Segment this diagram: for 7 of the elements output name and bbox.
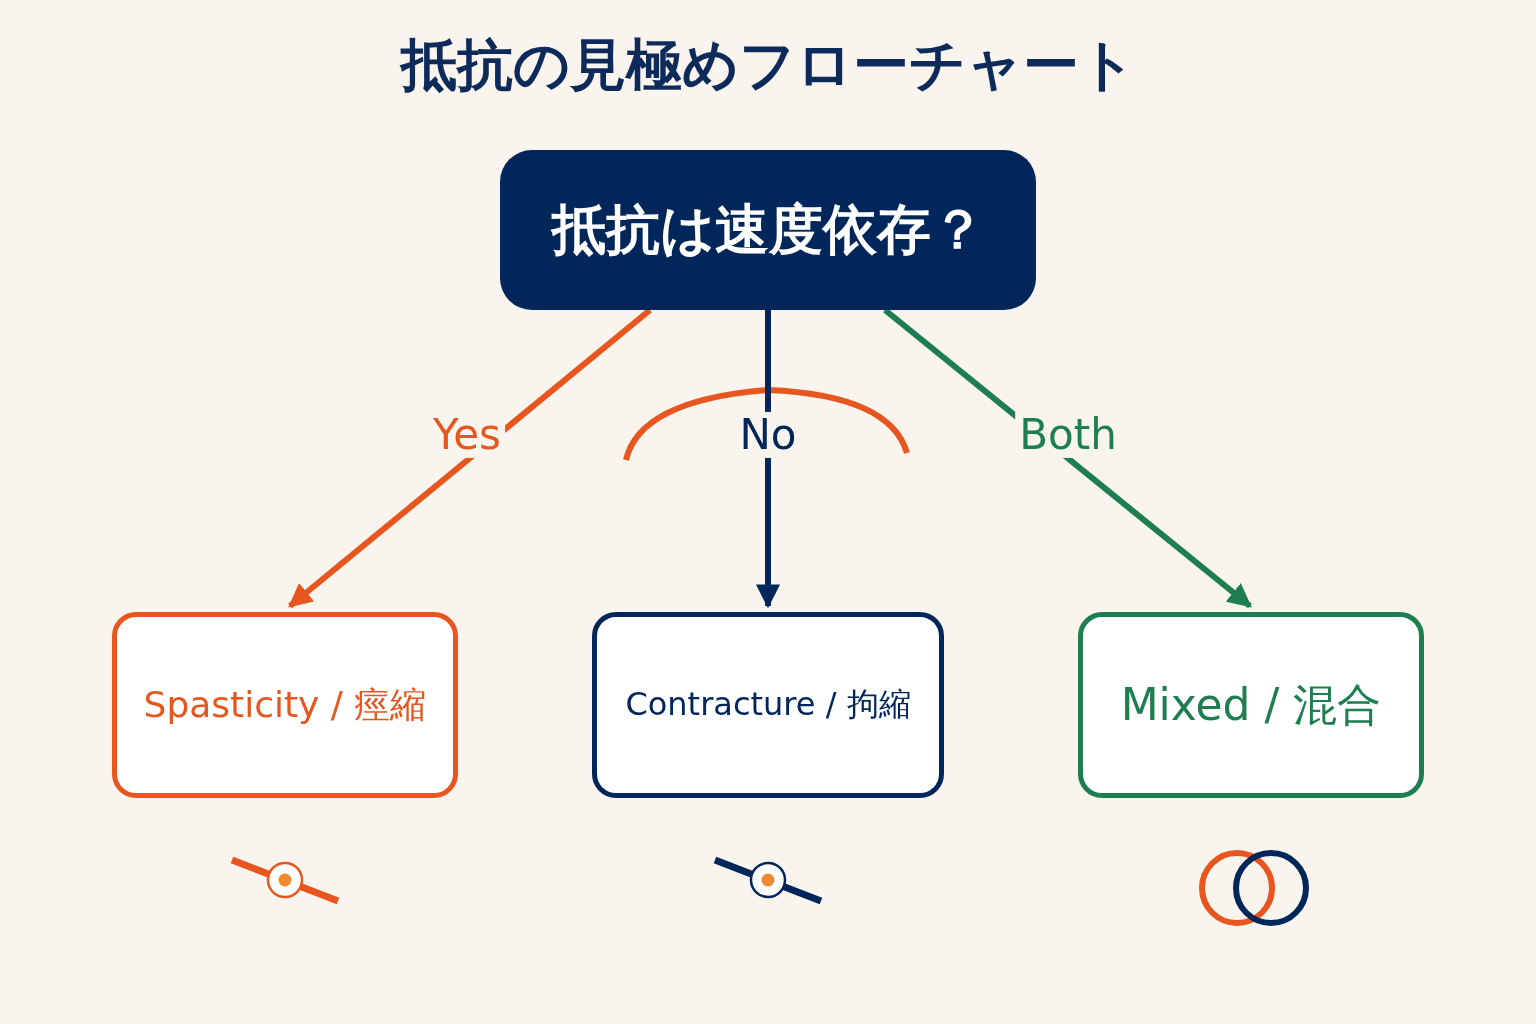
outcome-box: Spasticity / 痙縮 — [112, 612, 458, 798]
title: 抵抗の見極めフローチャート — [398, 31, 1137, 99]
arrow — [883, 307, 1252, 609]
decision-box: 抵抗は速度依存？ — [500, 150, 1036, 310]
arrow — [288, 307, 652, 609]
outcome-box: Mixed / 混合 — [1078, 612, 1424, 798]
outcome-box: Contracture / 拘縮 — [592, 612, 944, 798]
